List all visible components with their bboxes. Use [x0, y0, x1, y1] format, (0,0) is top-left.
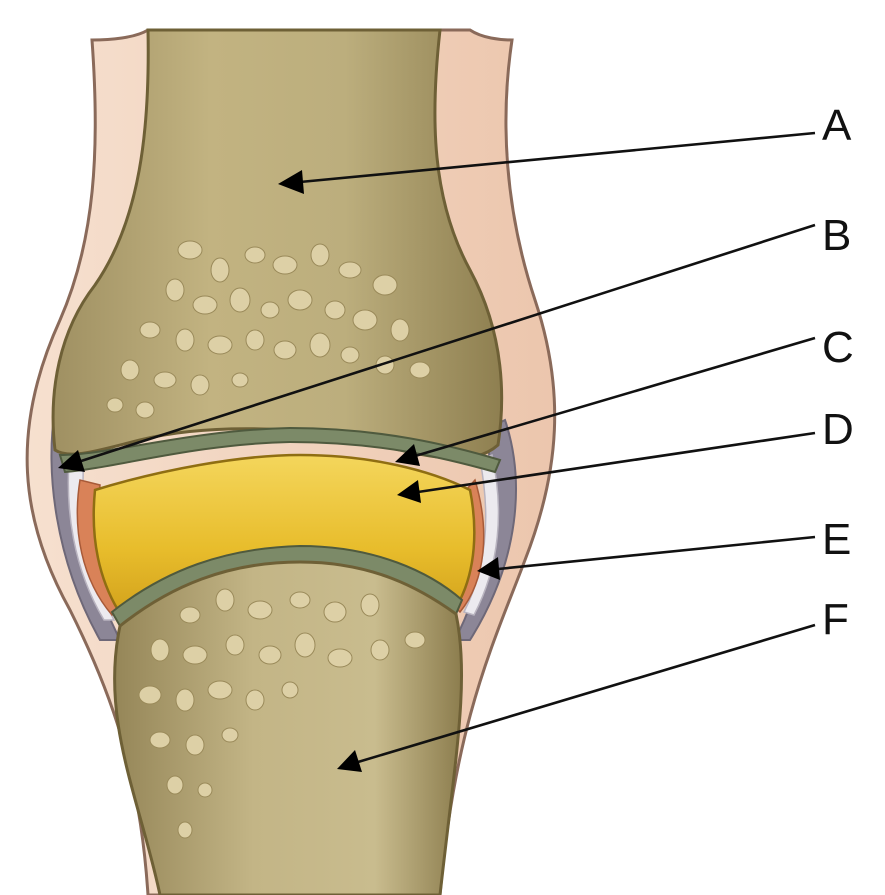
- label-a: A: [822, 101, 852, 150]
- label-b: B: [822, 211, 851, 260]
- labels: A B C D E F: [822, 101, 854, 644]
- lower-bone: [115, 562, 462, 895]
- label-c: C: [822, 323, 854, 372]
- label-e: E: [822, 515, 851, 564]
- label-d: D: [822, 405, 854, 454]
- label-f: F: [822, 595, 849, 644]
